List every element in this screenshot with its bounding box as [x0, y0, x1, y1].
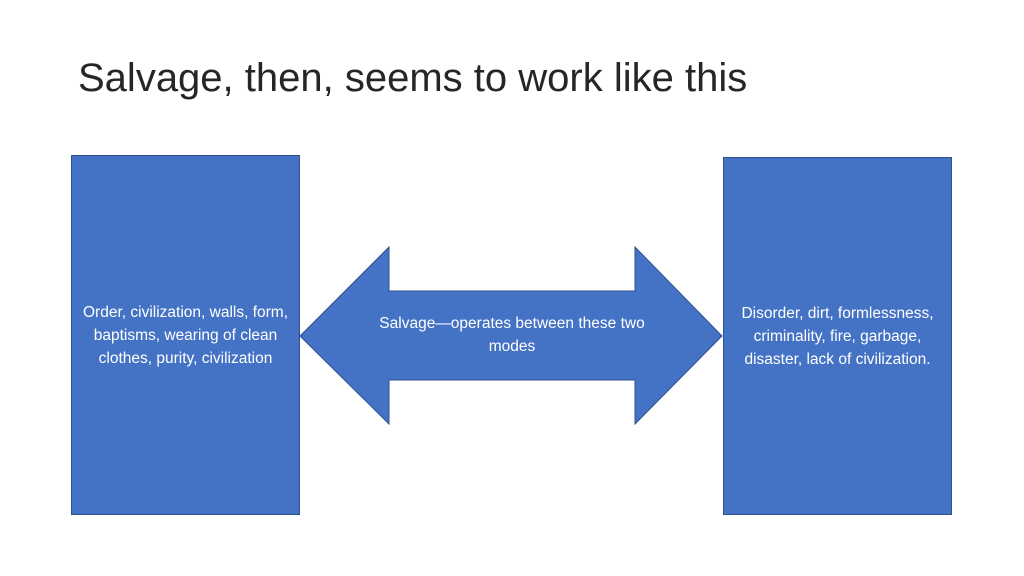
salvage-arrow-label: Salvage—operates between these two modes [379, 315, 645, 355]
order-box-text: Order, civilization, walls, form, baptis… [83, 303, 288, 367]
disorder-box-text: Disorder, dirt, formlessness, criminalit… [741, 304, 934, 368]
order-box: Order, civilization, walls, form, baptis… [71, 155, 300, 515]
disorder-box: Disorder, dirt, formlessness, criminalit… [723, 157, 952, 515]
slide-title: Salvage, then, seems to work like this [78, 56, 748, 100]
